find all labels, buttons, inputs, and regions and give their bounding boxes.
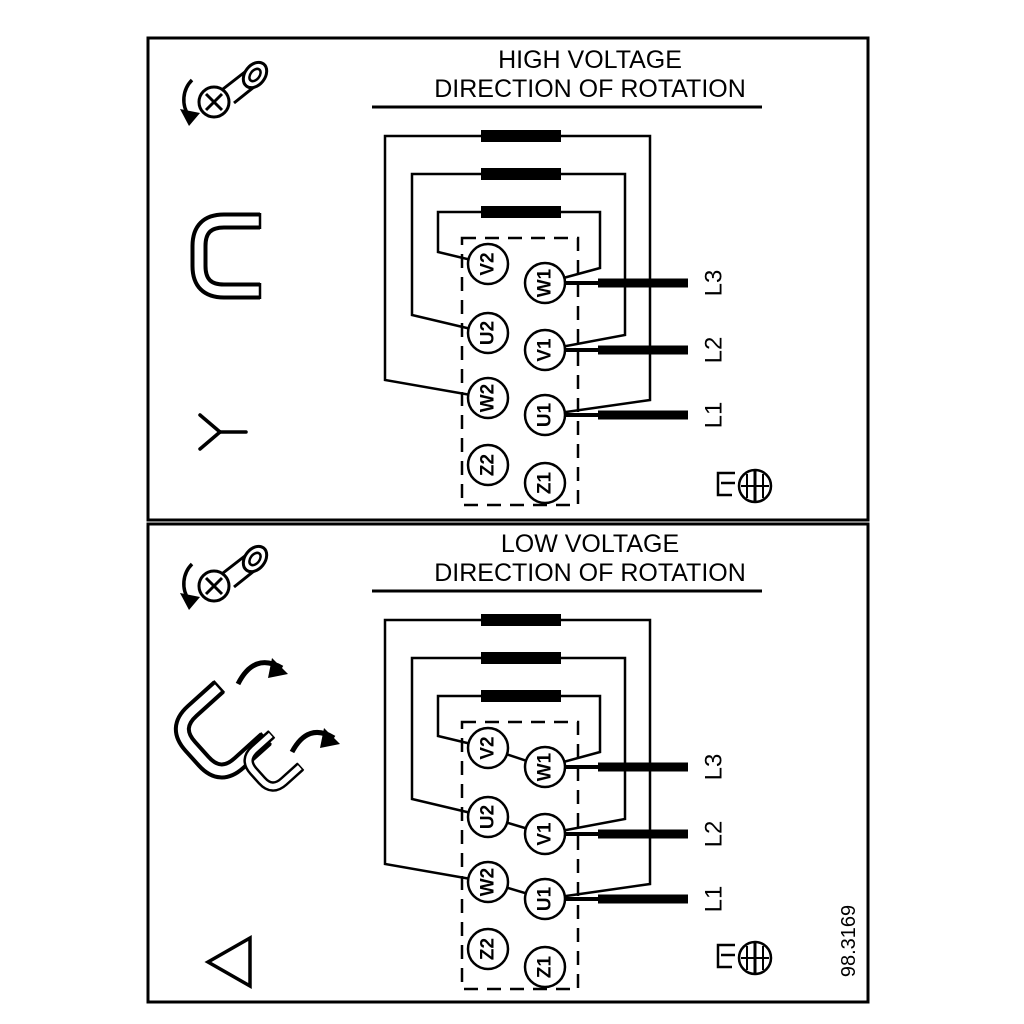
terminal-u2: U2 [466, 311, 510, 355]
terminal-label: U1 [535, 886, 556, 911]
terminal-z2: Z2 [466, 443, 510, 487]
terminal-z1: Z1 [523, 461, 567, 505]
terminal-circle [523, 745, 567, 789]
panel-title: LOW VOLTAGE [501, 530, 679, 558]
terminal-v1: V1 [523, 812, 567, 856]
terminal-z2: Z2 [466, 927, 510, 971]
terminal-v2: V2 [466, 726, 510, 770]
jumper-bars [481, 130, 561, 218]
terminal-circle [466, 927, 510, 971]
supply-label: L3 [701, 270, 728, 297]
terminal-circle [523, 393, 567, 437]
supply-label: L1 [701, 886, 728, 913]
terminal-label: W2 [478, 868, 499, 897]
terminal-circle [466, 242, 510, 286]
terminal-w2: W2 [466, 860, 510, 904]
terminal-label: W1 [535, 752, 556, 781]
terminal-v2: V2 [466, 242, 510, 286]
terminal-w2: W2 [466, 376, 510, 420]
delta-symbol [204, 934, 252, 990]
supply-label: L2 [701, 337, 728, 364]
supply-line-l2: L2 [545, 821, 728, 848]
terminal-box [460, 720, 580, 991]
terminal-label: Z1 [535, 471, 556, 494]
terminal-u2: U2 [466, 795, 510, 839]
terminal-label: W1 [535, 268, 556, 297]
panel-high-voltage: HIGH VOLTAGE DIRECTION OF ROTATION L3 L2… [146, 36, 870, 522]
terminal-label: V1 [535, 822, 556, 846]
terminal-u1: U1 [523, 877, 567, 921]
ground-screw-icon [716, 468, 773, 504]
jumper-bar [481, 652, 561, 664]
terminal-label: Z2 [478, 454, 499, 476]
supply-label: L3 [701, 754, 728, 781]
terminal-z1: Z1 [523, 945, 567, 989]
panel-subtitle: DIRECTION OF ROTATION [434, 75, 746, 103]
terminal-box [460, 236, 580, 507]
jumper-bar [481, 168, 561, 180]
jumper-bar [481, 130, 561, 142]
terminal-label: V1 [535, 338, 556, 362]
jumper-link-small-icon [240, 731, 304, 796]
jumper-bars [481, 614, 561, 702]
panel-subtitle: DIRECTION OF ROTATION [434, 559, 746, 587]
terminal-w1: W1 [523, 745, 567, 789]
terminal-circle [523, 877, 567, 921]
terminal-circle [466, 795, 510, 839]
jumper-bar [481, 690, 561, 702]
terminal-label: Z1 [535, 955, 556, 978]
terminal-label: U2 [478, 321, 499, 345]
panel-title: HIGH VOLTAGE [498, 46, 682, 74]
terminal-circle [466, 860, 510, 904]
supply-line-l3: L3 [545, 270, 728, 297]
terminal-u1: U1 [523, 393, 567, 437]
screw-rotation-icon [178, 56, 274, 128]
panel-low-voltage: LOW VOLTAGE DIRECTION OF ROTATION L3 L2 [146, 522, 870, 1004]
terminal-w1: W1 [523, 261, 567, 305]
terminal-circle [466, 726, 510, 770]
terminal-circle [466, 376, 510, 420]
terminal-circle [523, 461, 567, 505]
supply-line-l1: L1 [545, 886, 728, 913]
terminal-circle [523, 812, 567, 856]
panel-border-high [146, 36, 870, 522]
terminal-label: V2 [478, 252, 499, 275]
supply-label: L2 [701, 821, 728, 848]
jumper-link-icon [199, 213, 260, 299]
jumper-bar [481, 614, 561, 626]
ground-screw-icon [716, 940, 773, 976]
panel-border-low [146, 522, 870, 1004]
jumper-bar [481, 206, 561, 218]
jumper-move-arrows-icon [235, 658, 340, 754]
terminal-circle [523, 328, 567, 372]
screw-rotation-icon [178, 540, 274, 612]
terminal-label: Z2 [478, 938, 499, 960]
terminal-v1: V1 [523, 328, 567, 372]
figure-number: 98.3169 [838, 905, 860, 977]
supply-line-l1: L1 [545, 402, 728, 429]
terminal-label: U2 [478, 805, 499, 829]
terminal-label: W2 [478, 384, 499, 413]
terminal-circle [523, 261, 567, 305]
terminal-label: V2 [478, 736, 499, 759]
supply-line-l2: L2 [545, 337, 728, 364]
star-symbol [198, 413, 248, 451]
terminal-circle [466, 443, 510, 487]
terminal-label: U1 [535, 402, 556, 427]
terminal-circle [523, 945, 567, 989]
supply-line-l3: L3 [545, 754, 728, 781]
supply-label: L1 [701, 402, 728, 429]
terminal-circle [466, 311, 510, 355]
